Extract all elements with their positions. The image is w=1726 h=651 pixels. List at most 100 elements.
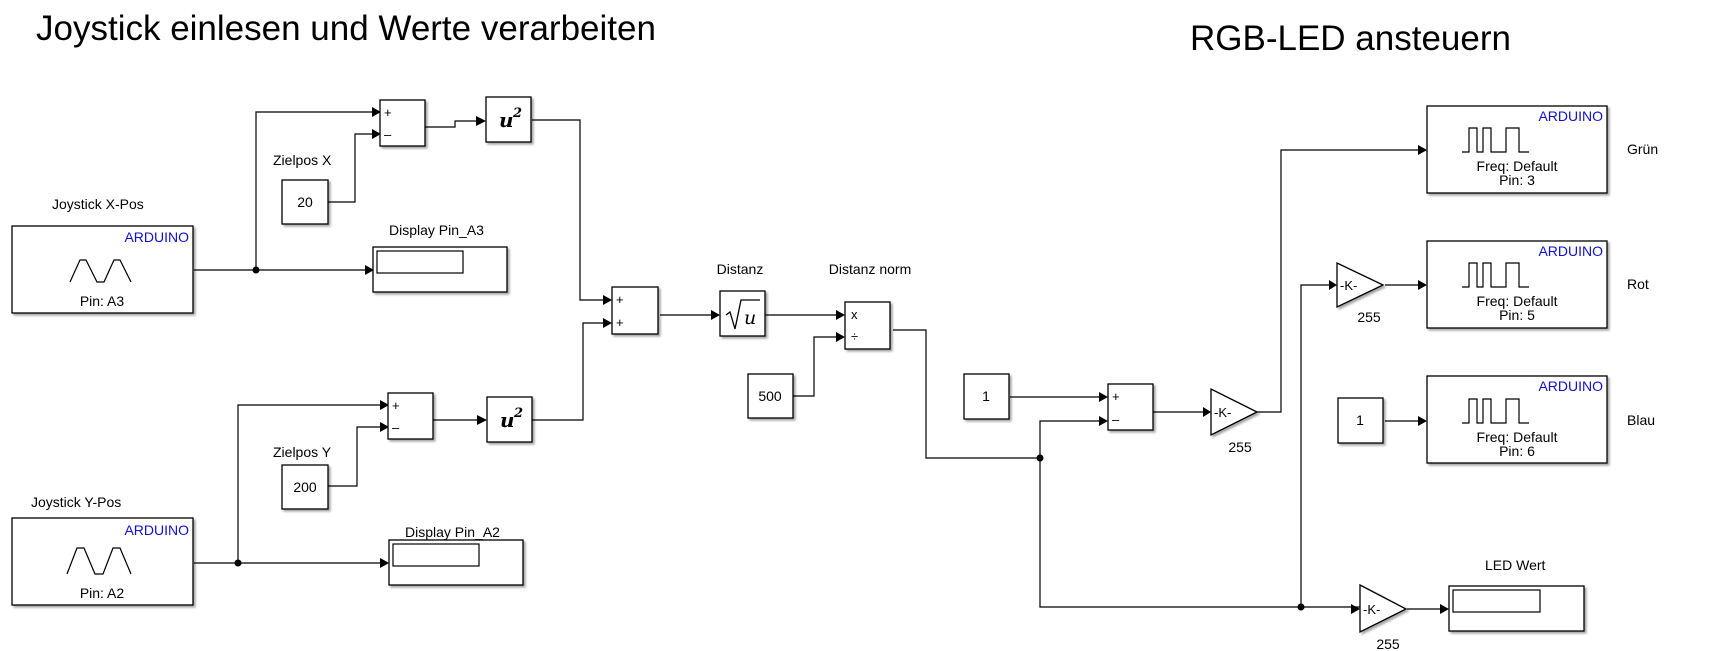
analog-input-icon bbox=[69, 259, 132, 283]
wire-sumx-square[interactable] bbox=[425, 120, 477, 128]
wire-squarex-sum2[interactable] bbox=[532, 119, 603, 301]
constant-1-blau[interactable]: 1 bbox=[1337, 397, 1384, 444]
arrow-icon bbox=[1418, 280, 1427, 290]
port-plus: + bbox=[1112, 389, 1120, 404]
pin-label: Pin: 6 bbox=[1499, 443, 1535, 459]
wire-500-divide[interactable] bbox=[793, 336, 837, 397]
block-label: LED Wert bbox=[1485, 557, 1546, 573]
display-pin-a2[interactable]: Display Pin_A2 bbox=[388, 524, 524, 586]
wire-gain-gruen[interactable] bbox=[1257, 149, 1419, 413]
gain-symbol: -K- bbox=[1340, 278, 1357, 293]
pwm-output-gruen[interactable]: ARDUINO Freq: Default Pin: 3 Grün bbox=[1426, 105, 1658, 194]
freq-label: Freq: Default bbox=[1477, 158, 1558, 174]
gain-block-led[interactable]: -K- 255 bbox=[1359, 583, 1408, 651]
square-exp: 2 bbox=[512, 106, 522, 121]
pin-label: Pin: 5 bbox=[1499, 307, 1535, 323]
pwm-icon bbox=[1462, 127, 1529, 153]
wire-branch-rot-gain[interactable] bbox=[1300, 284, 1330, 607]
arrow-icon bbox=[711, 310, 720, 320]
constant-value: 20 bbox=[297, 194, 313, 210]
port-minus: – bbox=[384, 127, 392, 142]
block-label: Zielpos Y bbox=[273, 444, 332, 460]
gain-symbol: -K- bbox=[1363, 602, 1380, 617]
port-minus: – bbox=[1112, 412, 1120, 427]
arduino-brand: ARDUINO bbox=[124, 522, 189, 538]
arrow-icon bbox=[476, 116, 486, 126]
zielpos-x-constant[interactable]: Zielpos X 20 bbox=[273, 152, 332, 225]
arrowheads bbox=[365, 107, 1449, 614]
arrow-icon bbox=[380, 400, 389, 410]
wire-jx-sum[interactable] bbox=[255, 111, 372, 270]
wire-zielposy-sum[interactable] bbox=[328, 426, 380, 487]
sum-distance-block[interactable]: + + bbox=[611, 286, 659, 335]
output-label: Grün bbox=[1627, 141, 1658, 157]
display-value-field bbox=[376, 250, 464, 274]
distanz-norm-divide-block[interactable]: Distanz norm x ÷ bbox=[829, 261, 911, 350]
port-plus: + bbox=[616, 292, 624, 307]
arrow-icon bbox=[603, 295, 612, 305]
wire-jy-sum[interactable] bbox=[237, 404, 380, 563]
freq-label: Freq: Default bbox=[1477, 429, 1558, 445]
freq-label: Freq: Default bbox=[1477, 293, 1558, 309]
gain-value: 255 bbox=[1376, 636, 1400, 651]
constant-500[interactable]: 500 bbox=[747, 373, 794, 419]
square-base: u bbox=[499, 108, 514, 132]
arrow-icon bbox=[1351, 604, 1360, 614]
section-title-joystick: Joystick einlesen und Werte verarbeiten bbox=[36, 9, 656, 48]
arduino-brand: ARDUINO bbox=[1538, 243, 1603, 259]
wire-squarey-sum2[interactable] bbox=[532, 322, 603, 421]
gain-symbol: -K- bbox=[1214, 405, 1231, 420]
block-label: Distanz bbox=[717, 261, 764, 277]
constant-value: 500 bbox=[758, 388, 782, 404]
arrow-icon bbox=[365, 265, 374, 275]
port-plus: + bbox=[392, 398, 400, 413]
output-label: Rot bbox=[1627, 276, 1649, 292]
zielpos-y-constant[interactable]: Zielpos Y 200 bbox=[273, 444, 332, 510]
square-y-block[interactable]: u 2 bbox=[486, 396, 533, 443]
pin-label: Pin: A2 bbox=[80, 585, 125, 601]
gain-block-rot[interactable]: -K- 255 bbox=[1336, 261, 1385, 325]
port-plus: + bbox=[384, 105, 392, 120]
subtract-block[interactable]: + – bbox=[1107, 383, 1154, 431]
display-led-wert[interactable]: LED Wert bbox=[1448, 557, 1585, 632]
pin-label: Pin: A3 bbox=[80, 293, 125, 309]
wire-zielposx-sum[interactable] bbox=[328, 133, 372, 203]
block-label: Display Pin_A2 bbox=[405, 524, 500, 540]
junction-dot bbox=[252, 266, 260, 274]
gain-block-gruen[interactable]: -K- 255 bbox=[1210, 387, 1259, 455]
sqrt-icon bbox=[725, 299, 760, 330]
constant-value: 200 bbox=[293, 479, 317, 495]
sum-x-block[interactable]: + – bbox=[379, 99, 426, 147]
block-label: Zielpos X bbox=[273, 152, 332, 168]
constant-1-subtract[interactable]: 1 bbox=[963, 373, 1010, 420]
junction-dot bbox=[1036, 454, 1044, 462]
arrow-icon bbox=[1440, 604, 1449, 614]
pwm-output-rot[interactable]: ARDUINO Freq: Default Pin: 5 Rot bbox=[1426, 240, 1649, 329]
sum-y-block[interactable]: + – bbox=[387, 392, 434, 440]
display-pin-a3[interactable]: Display Pin_A3 bbox=[372, 222, 508, 293]
joystick-x-block[interactable]: Joystick X-Pos ARDUINO Pin: A3 bbox=[11, 196, 194, 314]
gain-value: 255 bbox=[1357, 309, 1381, 325]
gain-value: 255 bbox=[1228, 439, 1252, 455]
arrow-icon bbox=[1099, 416, 1108, 426]
wire-norm-subtract[interactable] bbox=[1039, 420, 1100, 458]
arrow-icon bbox=[1099, 392, 1108, 402]
sqrt-symbol: u bbox=[744, 307, 756, 329]
display-value-field bbox=[1452, 589, 1541, 613]
port-plus: + bbox=[616, 315, 624, 330]
arrow-icon bbox=[380, 558, 389, 568]
display-value-field bbox=[392, 543, 480, 567]
pwm-icon bbox=[1462, 262, 1529, 288]
pwm-output-blau[interactable]: ARDUINO Freq: Default Pin: 6 Blau bbox=[1426, 375, 1655, 464]
wire-divide-out[interactable] bbox=[893, 329, 1360, 608]
arduino-brand: ARDUINO bbox=[124, 229, 189, 245]
joystick-y-block[interactable]: Joystick Y-Pos ARDUINO Pin: A2 bbox=[11, 494, 194, 606]
arrow-icon bbox=[477, 415, 487, 425]
square-x-block[interactable]: u 2 bbox=[485, 96, 532, 143]
square-exp: 2 bbox=[513, 406, 523, 421]
distanz-sqrt-block[interactable]: Distanz u bbox=[717, 261, 766, 337]
block-label: Joystick Y-Pos bbox=[31, 494, 121, 510]
arrow-icon bbox=[1418, 145, 1427, 155]
analog-input-icon bbox=[66, 547, 132, 575]
